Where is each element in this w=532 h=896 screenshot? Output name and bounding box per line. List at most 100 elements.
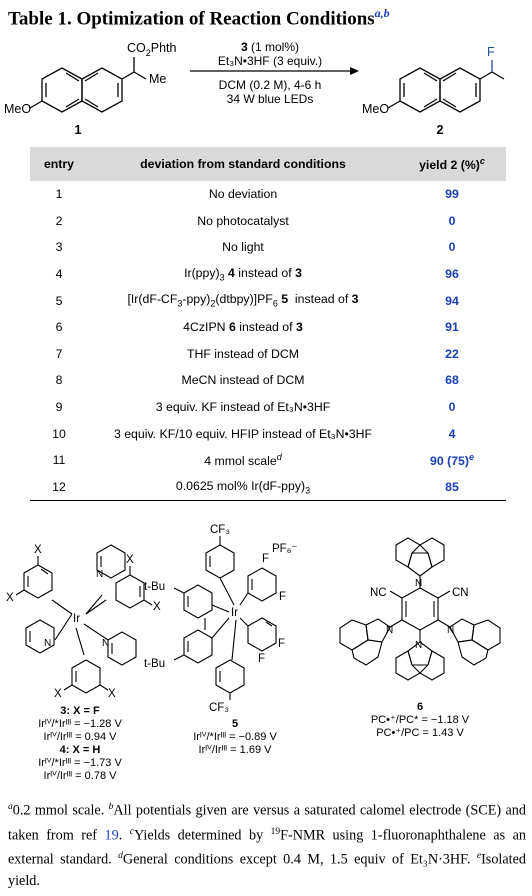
reference-link[interactable]: 19 bbox=[104, 827, 119, 844]
footnotes: a0.2 mmol scale. bAll potentials given a… bbox=[8, 797, 526, 892]
deviation-subscript: 6 bbox=[272, 298, 278, 309]
product-structure bbox=[387, 60, 505, 113]
table-row: 11 4 mmol scaled 90 (75)e bbox=[30, 447, 506, 474]
catalyst-6-structure bbox=[339, 537, 501, 681]
table-row: 12 0.0625 mol% Ir(dF-ppy)3 85 bbox=[30, 473, 506, 502]
deviation-cell: 4CzIPN 6 instead of 3 bbox=[88, 314, 398, 341]
catalyst-6-potential-1: PC•⁺/PC* = −1.18 V bbox=[371, 714, 470, 726]
deviation-subscript: 2 bbox=[210, 298, 216, 309]
deviation-text: instead of bbox=[234, 265, 296, 280]
yield-cell: 22 bbox=[445, 346, 459, 361]
footnote-c-mark: c bbox=[129, 826, 134, 837]
reagent-catalyst-loading: (1 mol%) bbox=[248, 40, 299, 54]
table-row: 6 4CzIPN 6 instead of 3 91 bbox=[30, 314, 506, 341]
nitrile-label-left: NC bbox=[370, 587, 387, 599]
condition-solvent-time: DCM (0.2 M), 4-6 h bbox=[219, 78, 322, 92]
catalyst-5-potential-1: Irᴵⱽ/*Irᴵᴵᴵ = −0.89 V bbox=[193, 731, 277, 743]
footnote-b-end: . bbox=[118, 827, 123, 844]
catalyst-3-potential-1: Irᴵⱽ/*Irᴵᴵᴵ = −1.28 V bbox=[38, 718, 122, 730]
carbazole-n-label: N bbox=[415, 578, 422, 589]
entry-cell: 6 bbox=[55, 320, 63, 335]
yield-cell: 85 bbox=[398, 473, 506, 502]
yield-value: 90 (75) bbox=[430, 454, 469, 469]
table-row: 3 No light 0 bbox=[30, 234, 506, 261]
deviation-text: (dtbpy)]PF bbox=[215, 292, 273, 307]
yield-cell: 68 bbox=[445, 373, 459, 388]
optimization-table: entry deviation from standard conditions… bbox=[30, 147, 506, 502]
footnote-c: Yields determined by bbox=[133, 827, 271, 844]
table-header-row: entry deviation from standard conditions… bbox=[30, 147, 506, 181]
entry-cell: 9 bbox=[55, 400, 63, 415]
yield-footnote: e bbox=[468, 452, 474, 463]
entry-cell: 3 bbox=[55, 240, 63, 255]
pyridine-n-label: N bbox=[44, 638, 51, 649]
catalyst-3-potential-2: Irᴵⱽ/Irᴵᴵᴵ = 0.94 V bbox=[44, 731, 118, 743]
reagent-fluoride: Et₃N•3HF (3 equiv.) bbox=[218, 54, 322, 68]
condition-light: 34 W blue LEDs bbox=[227, 92, 314, 106]
table-row: 8 MeCN instead of DCM 68 bbox=[30, 367, 506, 394]
catalyst-5-structure bbox=[173, 536, 277, 700]
catalyst-number: 6 bbox=[228, 320, 236, 335]
deviation-cell: No light bbox=[222, 240, 264, 255]
pyridine-n-label: N bbox=[96, 569, 103, 580]
entry-cell: 1 bbox=[55, 187, 63, 202]
catalyst-3-iridium: Ir bbox=[73, 613, 80, 625]
reagent-catalyst-number: 3 bbox=[241, 40, 248, 54]
yield-cell: 91 bbox=[445, 320, 459, 335]
deviation-cell: 4 mmol scaled bbox=[88, 447, 398, 474]
catalyst-5-potential-2: Irᴵⱽ/Irᴵᴵᴵ = 1.69 V bbox=[199, 744, 273, 756]
sm-ester-label: CO bbox=[127, 41, 146, 55]
catalyst-3-structure bbox=[15, 544, 153, 694]
cf3-label: CF₃ bbox=[209, 702, 229, 714]
fluorine-label: F bbox=[262, 553, 269, 565]
header-yield: yield 2 (%)c bbox=[398, 147, 506, 181]
yield-cell: 96 bbox=[445, 267, 459, 282]
header-entry: entry bbox=[30, 147, 88, 181]
substituent-x-label: X bbox=[6, 592, 14, 604]
header-yield-text: yield 2 (%) bbox=[419, 158, 480, 173]
header-yield-footnote: c bbox=[479, 155, 485, 166]
catalyst-6-potential-2: PC•⁺/PC = 1.43 V bbox=[376, 727, 464, 739]
yield-cell: 0 bbox=[448, 240, 456, 255]
deviation-text: -ppy) bbox=[182, 292, 211, 307]
deviation-cell: Ir(ppy)3 4 instead of 3 bbox=[88, 261, 398, 288]
product-methoxy-label: MeO bbox=[362, 102, 389, 116]
reaction-scheme: CO2Phth Me MeO 1 3 (1 mol%) Et₃N•3HF (3 … bbox=[4, 40, 505, 137]
table-row: 10 3 equiv. KF/10 equiv. HFIP instead of… bbox=[30, 420, 506, 447]
deviation-text: 0.0625 mol% Ir(dF-ppy) bbox=[175, 478, 306, 493]
yield-cell: 99 bbox=[445, 187, 459, 202]
deviation-cell: THF instead of DCM bbox=[186, 346, 300, 361]
catalyst-4-potential-1: Irᴵⱽ/*Irᴵᴵᴵ = −1.73 V bbox=[38, 757, 122, 769]
catalyst-5-iridium: Ir bbox=[231, 607, 238, 619]
deviation-cell: No photocatalyst bbox=[197, 213, 289, 228]
yield-cell: 4 bbox=[448, 426, 456, 441]
sm-methoxy-label: MeO bbox=[4, 102, 31, 116]
catalyst-number: 3 bbox=[295, 265, 302, 280]
deviation-text: 4 mmol scale bbox=[204, 454, 277, 469]
deviation-subscript: 3 bbox=[305, 485, 311, 496]
substituent-x-label: X bbox=[108, 688, 116, 700]
table-row: 9 3 equiv. KF instead of Et₃N•3HF 0 bbox=[30, 394, 506, 421]
deviation-text: [Ir(dF-CF bbox=[127, 292, 178, 307]
sm-ester-subscript: 2 bbox=[146, 48, 151, 58]
deviation-cell: MeCN instead of DCM bbox=[181, 373, 305, 388]
tbu-label: t-Bu bbox=[144, 581, 165, 593]
entry-cell: 4 bbox=[55, 267, 63, 282]
sm-methyl-label: Me bbox=[149, 72, 166, 86]
deviation-text: Ir(ppy) bbox=[184, 265, 220, 280]
entry-cell: 7 bbox=[55, 346, 63, 361]
deviation-cell: 0.0625 mol% Ir(dF-ppy)3 bbox=[88, 473, 398, 502]
deviation-cell: No deviation bbox=[208, 187, 278, 202]
catalyst-4-potential-2: Irᴵⱽ/Irᴵᴵᴵ = 0.78 V bbox=[44, 770, 118, 782]
pyridine-n-label: N bbox=[102, 638, 109, 649]
entry-cell: 12 bbox=[30, 473, 88, 502]
title-footnote-marks: a,b bbox=[374, 6, 390, 20]
footnote-b-mark: b bbox=[108, 802, 114, 812]
table-row: 5 [Ir(dF-CF3-ppy)2(dtbpy)]PF6 5 instead … bbox=[30, 287, 506, 314]
catalyst-number: 4 bbox=[224, 265, 235, 280]
footnote-d: General conditions except 0.4 M, 1.5 equ… bbox=[122, 852, 471, 869]
catalyst-number: 3 bbox=[351, 292, 359, 307]
fluorine-label: F bbox=[278, 638, 285, 650]
deviation-subscript: 3 bbox=[177, 298, 183, 309]
deviation-text: instead of bbox=[288, 292, 352, 307]
